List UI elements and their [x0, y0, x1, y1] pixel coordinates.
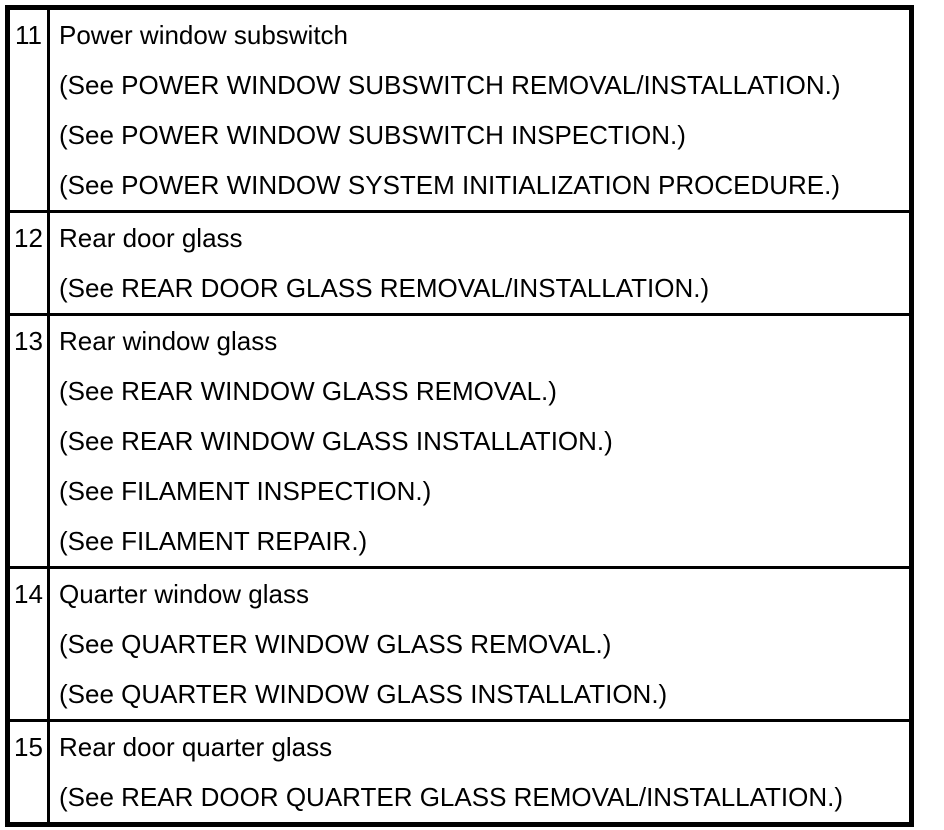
item-content: Rear door glass (See REAR DOOR GLASS REM…	[50, 213, 909, 313]
item-name: Power window subswitch	[59, 20, 349, 50]
table-row: 15 Rear door quarter glass (See REAR DOO…	[10, 722, 909, 822]
see-reference: (See REAR WINDOW GLASS REMOVAL.)	[59, 376, 557, 406]
item-name: Rear window glass	[59, 326, 278, 356]
item-content: Rear door quarter glass (See REAR DOOR Q…	[50, 722, 909, 822]
parts-reference-table: 11 Power window subswitch (See POWER WIN…	[5, 5, 914, 827]
see-reference: (See FILAMENT INSPECTION.)	[59, 476, 432, 506]
item-name: Quarter window glass	[59, 579, 309, 609]
item-number: 11	[10, 10, 50, 210]
item-number: 15	[10, 722, 50, 822]
item-number: 12	[10, 213, 50, 313]
item-name: Rear door quarter glass	[59, 732, 333, 762]
see-reference: (See POWER WINDOW SYSTEM INITIALIZATION …	[59, 170, 841, 200]
item-name: Rear door glass	[59, 223, 243, 253]
see-reference: (See REAR WINDOW GLASS INSTALLATION.)	[59, 426, 613, 456]
see-reference: (See FILAMENT REPAIR.)	[59, 526, 368, 556]
see-reference: (See POWER WINDOW SUBSWITCH REMOVAL/INST…	[59, 70, 841, 100]
item-number: 13	[10, 316, 50, 566]
see-reference: (See POWER WINDOW SUBSWITCH INSPECTION.)	[59, 120, 686, 150]
item-content: Rear window glass (See REAR WINDOW GLASS…	[50, 316, 909, 566]
item-number: 14	[10, 569, 50, 719]
table-row: 13 Rear window glass (See REAR WINDOW GL…	[10, 316, 909, 569]
table-row: 14 Quarter window glass (See QUARTER WIN…	[10, 569, 909, 722]
item-content: Quarter window glass (See QUARTER WINDOW…	[50, 569, 909, 719]
see-reference: (See REAR DOOR GLASS REMOVAL/INSTALLATIO…	[59, 273, 710, 303]
item-content: Power window subswitch (See POWER WINDOW…	[50, 10, 909, 210]
see-reference: (See REAR DOOR QUARTER GLASS REMOVAL/INS…	[59, 782, 844, 812]
table-row: 11 Power window subswitch (See POWER WIN…	[10, 10, 909, 213]
see-reference: (See QUARTER WINDOW GLASS INSTALLATION.)	[59, 679, 668, 709]
table-row: 12 Rear door glass (See REAR DOOR GLASS …	[10, 213, 909, 316]
see-reference: (See QUARTER WINDOW GLASS REMOVAL.)	[59, 629, 612, 659]
